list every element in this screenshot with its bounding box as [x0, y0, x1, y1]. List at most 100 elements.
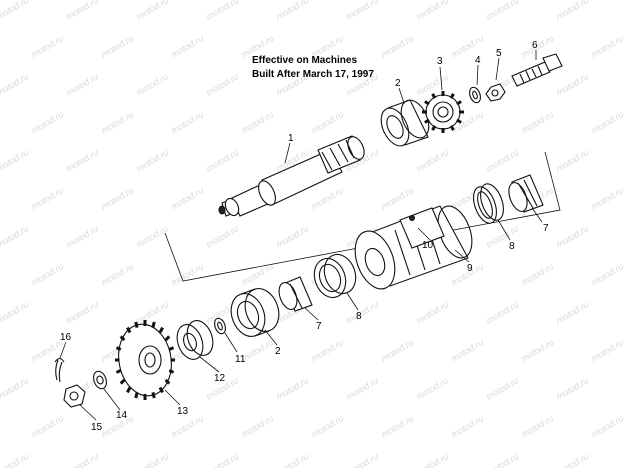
watermark-text: motod.ru — [204, 451, 240, 468]
sprocket-tooth — [168, 346, 175, 351]
watermark-text: motod.ru — [309, 185, 345, 211]
watermark-text: motod.ru — [204, 71, 240, 97]
watermark-text: motod.ru — [0, 299, 30, 325]
sprocket-tooth — [449, 125, 455, 131]
sprocket-tooth — [168, 369, 175, 374]
watermark-text: motod.ru — [239, 109, 275, 135]
watermark-text: motod.ru — [134, 71, 170, 97]
sprocket-tooth — [126, 326, 132, 334]
leader-lines — [59, 50, 543, 421]
sprocket-tooth — [134, 321, 139, 329]
watermark-text: motod.ru — [449, 413, 485, 439]
callout-1: 1 — [288, 133, 294, 144]
sprocket-tooth — [134, 391, 139, 399]
callout-8-middle: 8 — [356, 311, 362, 322]
watermark-text: motod.ru — [414, 147, 450, 173]
watermark-text: motod.ru — [414, 451, 450, 468]
watermark-text: motod.ru — [484, 299, 520, 325]
watermark-text: motod.ru — [519, 337, 555, 363]
callout-10: 10 — [422, 240, 434, 251]
tapered-bearing-part-7-middle — [278, 276, 313, 312]
watermark-text: motod.ru — [64, 451, 100, 468]
watermark-text: motod.ru — [379, 185, 415, 211]
sprocket-tooth — [449, 93, 455, 99]
cotter-pin-part-16 — [54, 357, 65, 383]
callout-6: 6 — [532, 40, 538, 51]
race-part-8-right — [473, 183, 504, 224]
watermark-text: motod.ru — [169, 109, 205, 135]
watermark-text: motod.ru — [99, 185, 135, 211]
watermark-text: motod.ru — [589, 337, 625, 363]
watermark-text: motod.ru — [99, 261, 135, 287]
callout-3: 3 — [437, 56, 443, 67]
watermark-text: motod.ru — [169, 185, 205, 211]
watermark-text: motod.ru — [484, 147, 520, 173]
bearing-part-2-top — [380, 99, 430, 147]
watermark-text: motod.ru — [239, 261, 275, 287]
watermark-text: motod.ru — [519, 413, 555, 439]
sprocket-tooth — [158, 386, 164, 394]
callout-8-right: 8 — [509, 241, 515, 252]
watermark-text: motod.ru — [414, 375, 450, 401]
watermark-text: motod.ru — [484, 451, 520, 468]
sprocket-tooth — [151, 321, 156, 329]
watermark-text: motod.ru — [29, 185, 65, 211]
sprocket-tooth — [164, 335, 171, 342]
watermark-text: motod.ru — [554, 375, 590, 401]
sprocket-tooth — [456, 100, 462, 106]
sprocket-tooth — [119, 378, 126, 385]
shaft-part-1 — [218, 135, 365, 217]
watermark-text: motod.ru — [169, 33, 205, 59]
watermark-text: motod.ru — [449, 337, 485, 363]
watermark-text: motod.ru — [274, 223, 310, 249]
callout-4: 4 — [475, 55, 481, 66]
bearing-part-2-lower — [230, 288, 280, 337]
watermark-text: motod.ru — [64, 147, 100, 173]
sprocket-tooth — [431, 125, 437, 131]
watermark-text: motod.ru — [484, 375, 520, 401]
watermark-text: motod.ru — [309, 109, 345, 135]
watermark-text: motod.ru — [134, 299, 170, 325]
watermark-text: motod.ru — [169, 261, 205, 287]
callout-2-lower: 2 — [275, 346, 281, 357]
sprocket-tooth — [151, 391, 156, 399]
watermark-text: motod.ru — [554, 147, 590, 173]
watermark-text: motod.ru — [379, 337, 415, 363]
watermark-text: motod.ru — [0, 0, 30, 22]
watermark-text: motod.ru — [309, 337, 345, 363]
watermark-text: motod.ru — [379, 33, 415, 59]
watermark-text: motod.ru — [484, 0, 520, 22]
sprocket-tooth — [456, 118, 462, 124]
watermark-text: motod.ru — [554, 0, 590, 22]
callout-2-top: 2 — [395, 78, 401, 89]
watermark-text: motod.ru — [379, 413, 415, 439]
spacer-part-12 — [176, 320, 214, 360]
callout-labels: 1 2 3 4 5 6 7 8 9 10 8 7 2 11 12 13 14 1… — [60, 40, 549, 433]
sprocket-tooth — [126, 386, 132, 394]
watermark-text: motod.ru — [64, 71, 100, 97]
watermark-text: motod.ru — [589, 413, 625, 439]
sprocket-part-3 — [422, 91, 464, 133]
watermark-text: motod.ru — [589, 109, 625, 135]
watermark-text: motod.ru — [0, 223, 30, 249]
watermark-text: motod.ru — [0, 451, 30, 468]
watermark-text: motod.ru — [554, 223, 590, 249]
title-line-2: Built After March 17, 1997 — [252, 69, 374, 80]
watermark-text: motod.ru — [64, 299, 100, 325]
watermark-text: motod.ru — [29, 261, 65, 287]
watermark-text: motod.ru — [64, 0, 100, 22]
callout-13: 13 — [177, 406, 189, 417]
watermark-text: motod.ru — [29, 413, 65, 439]
washer-part-4 — [469, 86, 481, 104]
watermark-text: motod.ru — [134, 223, 170, 249]
watermark-text: motod.ru — [29, 33, 65, 59]
watermark-text: motod.ru — [344, 451, 380, 468]
watermark-text: motod.ru — [0, 147, 30, 173]
sprocket-tooth — [115, 346, 122, 351]
watermark-text: motod.ru — [274, 451, 310, 468]
tapered-bearing-part-7-right — [508, 174, 544, 213]
washer-part-14 — [93, 370, 107, 390]
sprocket-tooth — [424, 100, 430, 106]
